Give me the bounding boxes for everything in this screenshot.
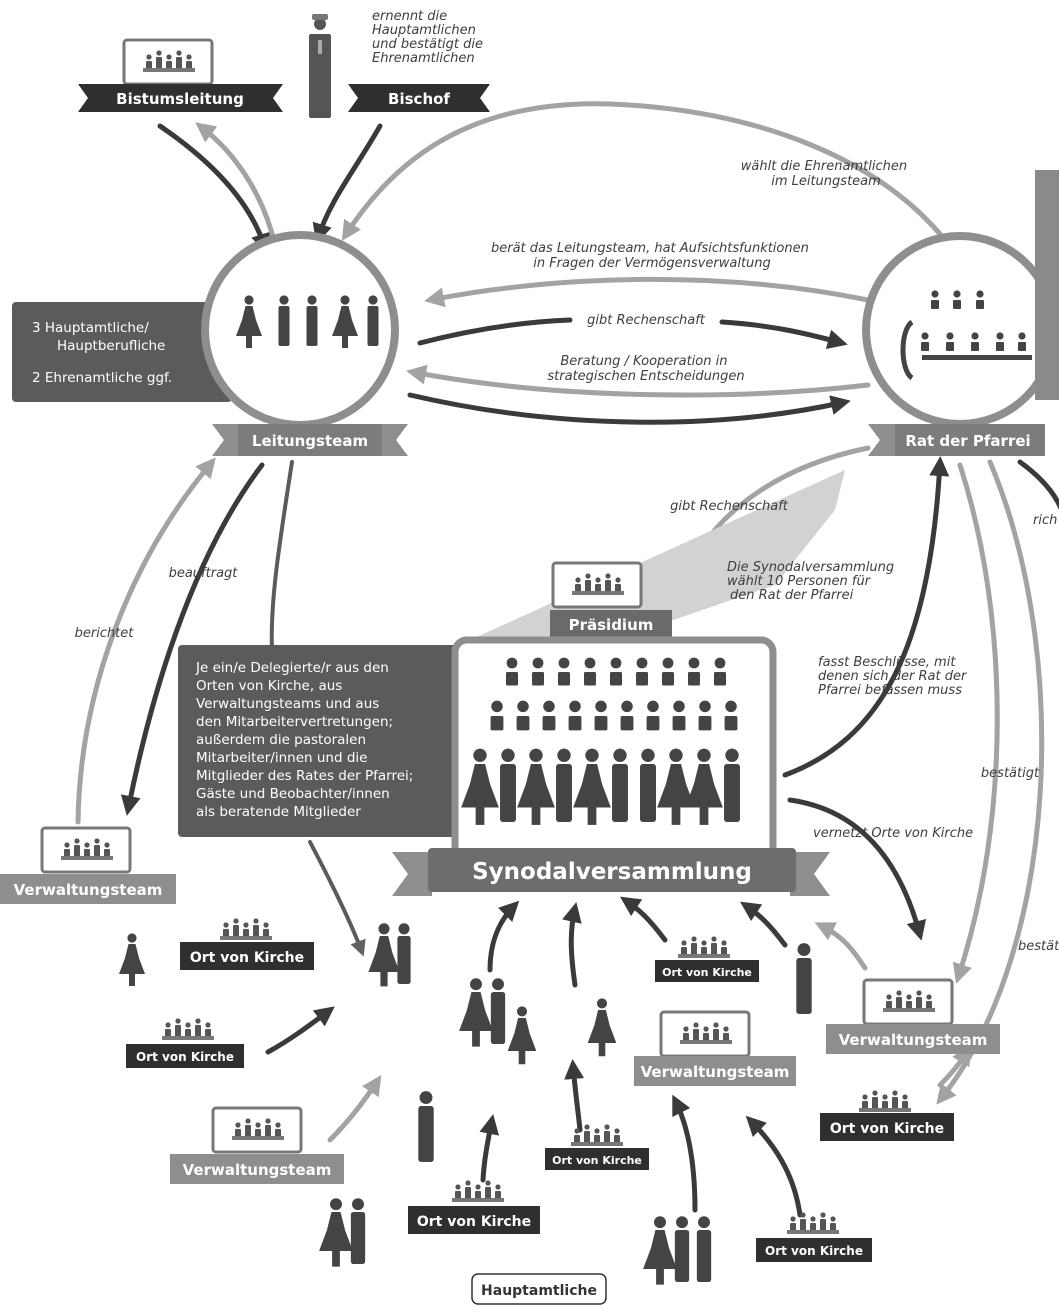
bischof-note: ernennt die Hauptamtlichen und bestätigt… [372, 9, 487, 66]
verwaltungsteam-right: Verwaltungsteam [826, 980, 1000, 1054]
ort-von-kirche-5: Ort von Kirche [408, 1180, 540, 1234]
annotations: wählt die Ehrenamtlichen im Leitungsteam… [75, 159, 1059, 954]
rat-der-pfarrei-node: Rat der Pfarrei [862, 170, 1059, 456]
arrow-vernetzt [787, 797, 927, 941]
ort-von-kirche-6: Ort von Kirche [820, 1090, 954, 1141]
arrow-bistumsleitung-to-leitungsteam [157, 123, 271, 254]
svg-text:Ort von Kirche: Ort von Kirche [417, 1214, 531, 1230]
svg-text:vernetzt Orte von Kirche: vernetzt Orte von Kirche [813, 826, 973, 841]
svg-text:Ort von Kirche: Ort von Kirche [190, 950, 304, 966]
bischof-figure [309, 14, 331, 118]
svg-text:berichtet: berichtet [75, 626, 135, 641]
svg-text:Verwaltungsteam: Verwaltungsteam [14, 881, 163, 899]
svg-text:Je ein/e Delegierte/r aus den: Je ein/e Delegierte/r aus den Orten von … [195, 660, 418, 820]
svg-text:Ort von Kirche: Ort von Kirche [662, 966, 752, 979]
leitungsteam-label: Leitungsteam [252, 432, 368, 450]
arrow-richtet [1017, 459, 1059, 511]
arrow-beraet [424, 276, 871, 308]
arrow-leitungsteam-to-bistumsleitung [195, 122, 278, 248]
ort-von-kirche-2: Ort von Kirche [126, 1018, 244, 1068]
ort-von-kirche-3: Ort von Kirche [655, 936, 759, 982]
bistumsleitung-label: Bistumsleitung [116, 90, 244, 108]
arrow-fasst-beschluesse [782, 456, 950, 778]
svg-text:Verwaltungsteam: Verwaltungsteam [641, 1063, 790, 1081]
line-leitungsteam-to-synodal [269, 460, 294, 652]
svg-text:beauftragt: beauftragt [169, 566, 239, 581]
arrow-bestaetigt-1 [952, 462, 1000, 984]
bischof-node: Bischof [348, 84, 490, 112]
svg-text:berät das Leitungsteam, hat Au: berät das Leitungsteam, hat Aufsichtsfun… [491, 241, 813, 271]
verwaltungsteam-bottom-left: Verwaltungsteam [170, 1108, 344, 1184]
svg-text:gibt Rechenschaft: gibt Rechenschaft [670, 499, 789, 514]
praesidium-label: Präsidium [569, 616, 654, 634]
svg-text:bestät: bestät [1018, 939, 1059, 954]
svg-text:Ort von Kirche: Ort von Kirche [136, 1050, 234, 1064]
ort-von-kirche-1: Ort von Kirche [180, 918, 314, 970]
svg-text:3 Hauptamtliche/ Hauptb: 3 Hauptamtliche/ Hauptberufliche 2 Ehren… [32, 320, 172, 386]
arrow-bestaetigt-2 [936, 459, 1045, 1105]
synodalversammlung-label: Synodalversammlung [472, 859, 752, 885]
svg-text:Ort von Kirche: Ort von Kirche [765, 1244, 863, 1258]
synodal-info-box: Je ein/e Delegierte/r aus den Orten von … [178, 645, 460, 837]
bistumsleitung-node: Bistumsleitung [78, 40, 283, 112]
arrow-gibt-rechenschaft-1 [417, 317, 842, 343]
svg-text:gibt Rechenschaft: gibt Rechenschaft [587, 313, 706, 328]
ort-von-kirche-7: Ort von Kirche [756, 1212, 872, 1262]
svg-text:wählt die Ehrenamtlichen: wählt die Ehrenamtlichen im Leitungsteam [741, 159, 911, 189]
arrow-berichtet [75, 457, 216, 825]
bischof-label: Bischof [388, 90, 450, 108]
svg-text:fasst Beschlüsse, mit de: fasst Beschlüsse, mit denen sich der Rat… [818, 655, 970, 698]
arrow-beauftragt [120, 462, 265, 816]
svg-text:Verwaltungsteam: Verwaltungsteam [183, 1161, 332, 1179]
arrow-beratung-to-leitungsteam [406, 364, 871, 398]
svg-text:Verwaltungsteam: Verwaltungsteam [839, 1031, 988, 1049]
verwaltungsteam-left: Verwaltungsteam [0, 828, 176, 904]
arrow-rat-to-leitungsteam-waehlt [341, 101, 948, 243]
svg-text:Ort von Kirche: Ort von Kirche [830, 1121, 944, 1137]
arrow-bischof-to-leitungsteam [312, 123, 383, 244]
arrow-synodal-to-people [308, 840, 366, 957]
hauptamtliche-legend: Hauptamtliche [471, 1273, 607, 1305]
svg-text:Die Synodalversammlung w: Die Synodalversammlung wählt 10 Personen… [727, 560, 898, 603]
ort-von-kirche-4: Ort von Kirche [545, 1124, 649, 1170]
praesidium-node: Präsidium [550, 563, 672, 638]
leitungsteam-node: Leitungsteam [201, 231, 408, 456]
svg-text:Ort von Kirche: Ort von Kirche [552, 1154, 642, 1167]
svg-text:bestätigt: bestätigt [981, 766, 1040, 781]
svg-text:Hauptamtliche: Hauptamtliche [481, 1283, 597, 1299]
leitungsteam-info-box: 3 Hauptamtliche/ Hauptberufliche 2 Ehren… [12, 302, 232, 402]
verwaltungsteam-center: Verwaltungsteam [634, 1012, 796, 1086]
svg-text:rich: rich [1033, 513, 1057, 528]
svg-text:Beratung / Kooperation in: Beratung / Kooperation in strategischen … [547, 354, 744, 384]
rat-der-pfarrei-label: Rat der Pfarrei [905, 432, 1030, 450]
arrow-beratung-to-rat [407, 392, 851, 425]
synodalversammlung-node: Synodalversammlung [392, 636, 830, 896]
